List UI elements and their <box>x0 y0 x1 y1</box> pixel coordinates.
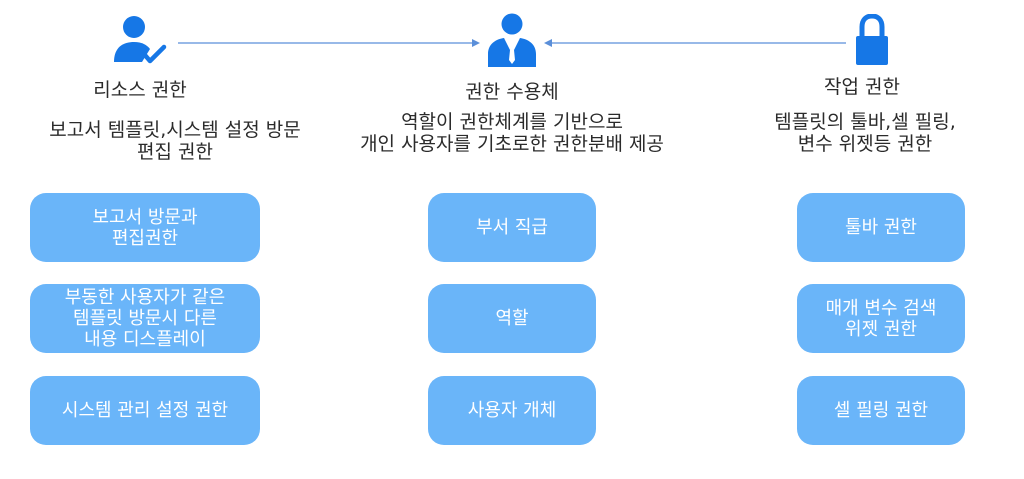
description-line: 편집 권한 <box>137 141 213 163</box>
permission-box: 보고서 방문과 편집권한 <box>30 193 260 262</box>
permission-box: 부동한 사용자가 같은 템플릿 방문시 다른 내용 디스플레이 <box>30 284 260 353</box>
permission-box: 사용자 개체 <box>428 376 596 445</box>
column-description: 역할이 권한체계를 기반으로 개인 사용자를 기초로한 권한분배 제공 <box>322 111 702 155</box>
column-title: 권한 수용체 <box>465 81 559 103</box>
column-title: 리소스 권한 <box>93 79 187 101</box>
description-line: 템플릿의 툴바,셀 필링, <box>774 111 956 133</box>
description-line: 개인 사용자를 기초로한 권한분배 제공 <box>360 133 664 155</box>
permission-box: 시스템 관리 설정 권한 <box>30 376 260 445</box>
permission-box: 셀 필링 권한 <box>797 376 965 445</box>
description-line: 역할이 권한체계를 기반으로 <box>401 111 623 133</box>
lock-icon <box>855 14 889 66</box>
description-line: 변수 위젯등 권한 <box>797 133 933 155</box>
permission-box: 부서 직급 <box>428 193 596 262</box>
permission-box: 매개 변수 검색 위젯 권한 <box>797 284 965 353</box>
column-description: 템플릿의 툴바,셀 필링, 변수 위젯등 권한 <box>720 111 1010 155</box>
permission-box: 툴바 권한 <box>797 193 965 262</box>
column-description: 보고서 템플릿,시스템 설정 방문 편집 권한 <box>0 119 350 163</box>
user-suit-icon <box>486 12 538 68</box>
arrow-left-to-center-head <box>472 39 480 47</box>
arrow-right-to-center-head <box>544 39 552 47</box>
user-check-icon <box>112 14 168 66</box>
column-title: 작업 권한 <box>824 76 900 98</box>
description-line: 보고서 템플릿,시스템 설정 방문 <box>49 119 301 141</box>
permission-box: 역할 <box>428 284 596 353</box>
